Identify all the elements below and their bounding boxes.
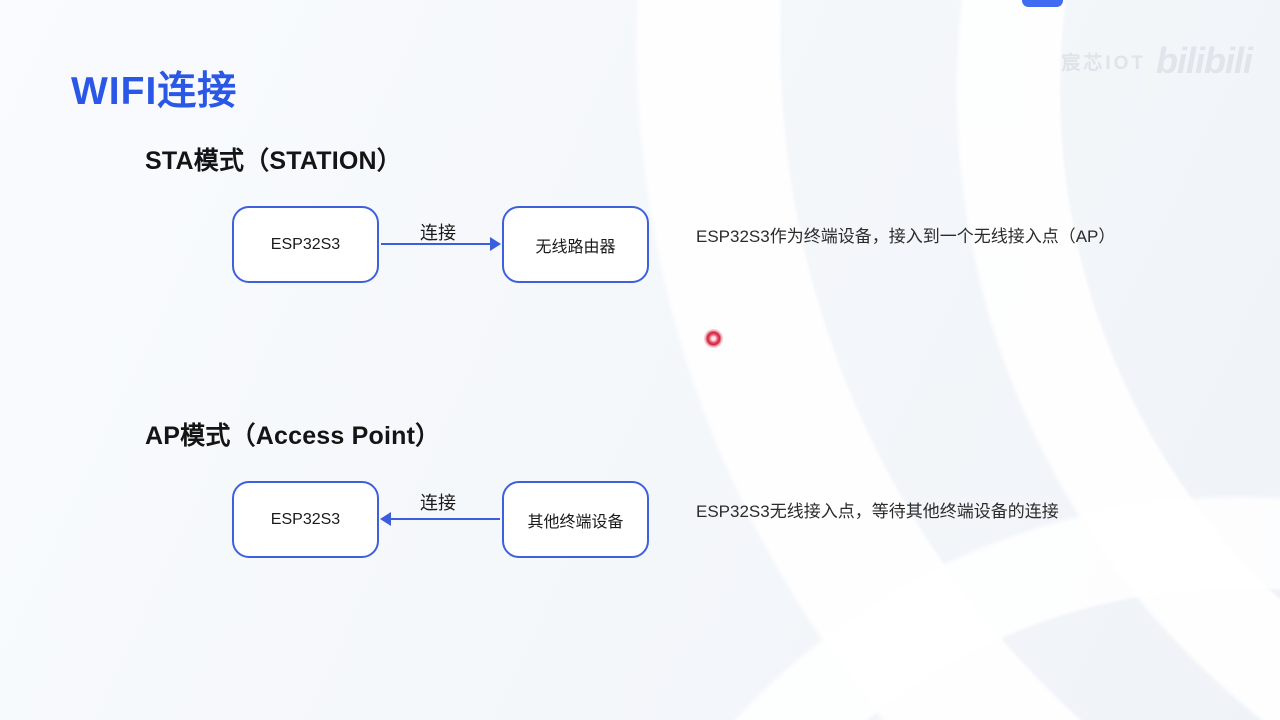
ap-esp32s3-node: ESP32S3 <box>232 481 379 558</box>
other-devices-node: 其他终端设备 <box>502 481 649 558</box>
ap-connect-arrow <box>380 512 500 526</box>
watermark: 宸芯IOT bilibili <box>1061 40 1253 82</box>
sta-heading: STA模式（STATION） <box>145 147 402 175</box>
sta-description: ESP32S3作为终端设备，接入到一个无线接入点（AP） <box>696 227 1116 246</box>
watermark-channel-label: 宸芯IOT <box>1061 52 1146 74</box>
arrow-head-left-icon <box>380 512 391 526</box>
wireless-router-label: 无线路由器 <box>535 238 616 256</box>
ap-description: ESP32S3无线接入点，等待其他终端设备的连接 <box>696 502 1059 521</box>
bilibili-logo: bilibili <box>1156 40 1253 81</box>
ap-esp32s3-label: ESP32S3 <box>270 510 341 528</box>
laser-pointer-dot <box>704 329 723 348</box>
top-edge-pill <box>1022 0 1063 7</box>
arrow-shaft <box>389 518 500 520</box>
ap-arrow-label: 连接 <box>420 493 456 513</box>
sta-arrow-label: 连接 <box>420 223 456 243</box>
sta-connect-arrow <box>381 237 501 251</box>
sta-esp32s3-label: ESP32S3 <box>270 235 341 253</box>
other-devices-label: 其他终端设备 <box>527 513 624 531</box>
sta-esp32s3-node: ESP32S3 <box>232 206 379 283</box>
page-title: WIFI连接 <box>71 70 238 113</box>
arrow-shaft <box>381 243 492 245</box>
arrow-head-right-icon <box>490 237 501 251</box>
wireless-router-node: 无线路由器 <box>502 206 649 283</box>
ap-heading: AP模式（Access Point） <box>145 422 441 450</box>
